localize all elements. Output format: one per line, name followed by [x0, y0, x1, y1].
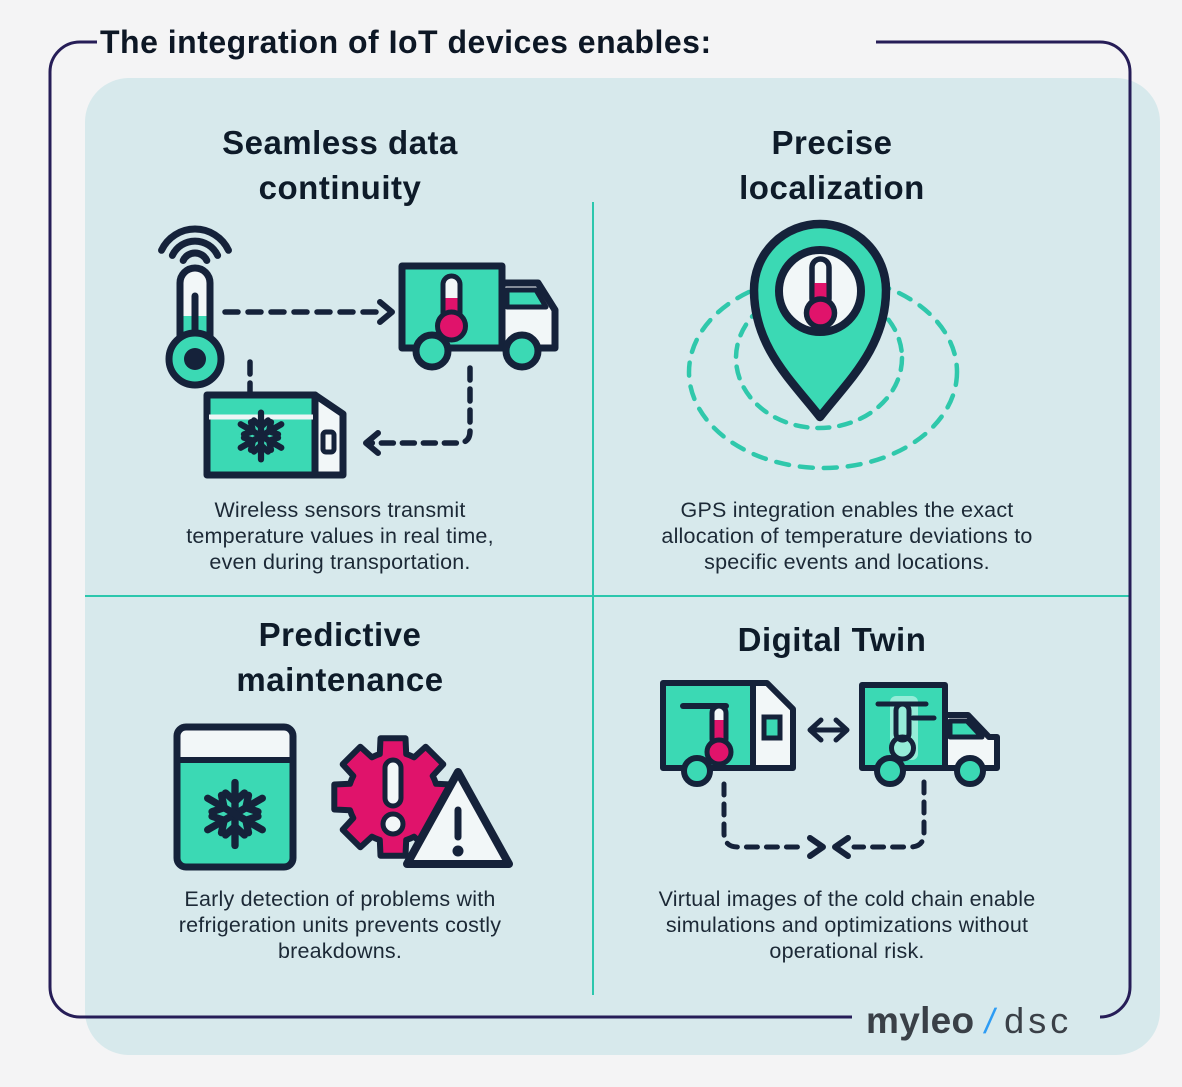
body-line: specific events and locations. [704, 550, 990, 574]
dashed-arrow-right [222, 299, 395, 325]
heading-line: localization [739, 169, 925, 206]
wifi-waves-icon [158, 225, 232, 264]
heading-line: Precise [771, 124, 893, 161]
quadrant-heading-precise-localization: Precise localization [612, 120, 1052, 210]
quadrant-body-seamless-data-continuity: Wireless sensors transmit temperature va… [110, 497, 570, 575]
body-line: refrigeration units prevents costly [178, 913, 502, 937]
dashed-arrow-left [363, 365, 473, 456]
brand-logo: myleo / dsc [866, 1000, 1072, 1042]
body-line: GPS integration enables the exact [680, 498, 1014, 522]
physical-truck-icon [660, 680, 796, 787]
heading-line: Seamless data [222, 124, 458, 161]
body-line: temperature values in real time, [186, 524, 494, 548]
logo-brand-text: myleo [866, 1000, 975, 1041]
body-line: even during transportation. [209, 550, 471, 574]
horizontal-divider [85, 595, 1130, 597]
logo-suffix-text: dsc [1004, 1000, 1073, 1041]
quadrant-heading-digital-twin: Digital Twin [612, 617, 1052, 662]
body-line: breakdowns. [277, 939, 403, 963]
quadrant-heading-predictive-maintenance: Predictive maintenance [110, 612, 570, 702]
body-line: simulations and optimizations without [665, 913, 1029, 937]
quadrant-body-predictive-maintenance: Early detection of problems with refrige… [110, 886, 570, 964]
heading-line: continuity [258, 169, 422, 206]
refrigerated-truck-icon [398, 262, 559, 371]
body-line: Virtual images of the cold chain enable [658, 887, 1036, 911]
sync-arrow-icon [807, 717, 850, 743]
vertical-divider [592, 202, 594, 995]
quadrant-heading-seamless-data-continuity: Seamless data continuity [110, 120, 570, 210]
body-line: Wireless sensors transmit [214, 498, 466, 522]
predictive-maintenance-illustration [173, 723, 513, 871]
freezer-snowflake-icon [173, 723, 297, 871]
body-line: Early detection of problems with [184, 887, 496, 911]
heading-line: Predictive [258, 616, 422, 653]
quadrant-body-digital-twin: Virtual images of the cold chain enable … [600, 886, 1094, 964]
virtual-truck-icon [859, 682, 1000, 787]
seamless-data-continuity-illustration [158, 225, 559, 479]
wifi-thermometer-icon [158, 225, 232, 389]
map-pin-thermometer-icon [749, 219, 891, 422]
page-title: The integration of IoT devices enables: [100, 24, 712, 60]
heading-line: Digital Twin [737, 621, 927, 658]
dashed-link-arrows [721, 779, 927, 859]
heading-line: maintenance [236, 661, 444, 698]
precise-localization-illustration [686, 219, 960, 471]
quadrant-body-precise-localization: GPS integration enables the exact alloca… [600, 497, 1094, 575]
body-line: allocation of temperature deviations to [661, 524, 1033, 548]
freezer-chest-icon [203, 391, 347, 479]
body-line: operational risk. [769, 939, 925, 963]
logo-slash-separator: / [982, 1002, 999, 1041]
digital-twin-illustration [660, 680, 1000, 859]
